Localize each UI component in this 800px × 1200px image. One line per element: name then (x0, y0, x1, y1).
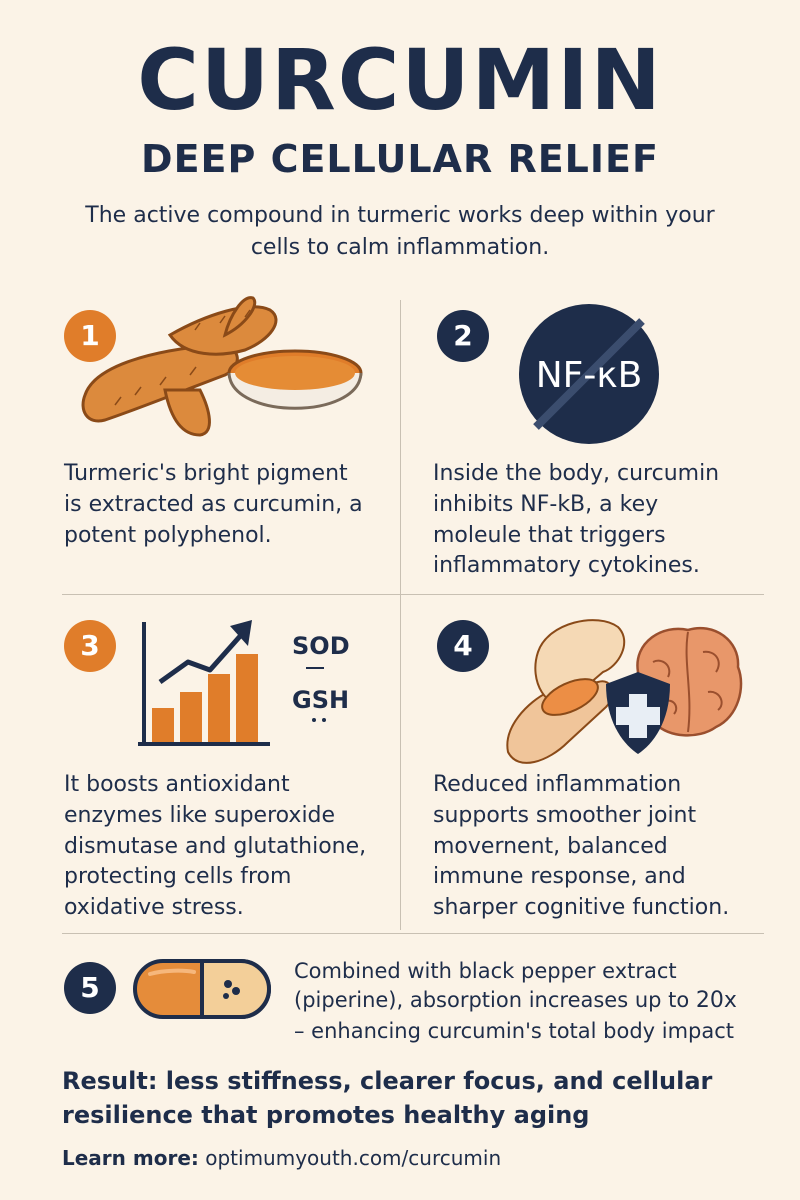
learn-more: Learn more: optimumyouth.com/curcumin (62, 1146, 501, 1170)
page-subtitle: DEEP CELLULAR RELIEF (141, 137, 659, 181)
step-2-badge: 2 (437, 310, 489, 362)
enzyme-dots (312, 718, 316, 722)
nfkb-blocked-icon: NF-κB (519, 304, 659, 444)
step-2-text: Inside the body, curcumin inhibits NF-kB… (433, 461, 720, 579)
step-4-badge: 4 (437, 620, 489, 672)
enzyme-gsh-label: GSH (292, 686, 350, 714)
grid-divider-horizontal-2 (62, 933, 764, 934)
nfkb-label: NF-κB (536, 355, 643, 396)
step-5-line-2-text: (piperine), absorption increases up to (294, 988, 690, 1013)
grid-divider-horizontal-1 (62, 594, 764, 595)
enzyme-sod-label: SOD (292, 632, 350, 660)
learn-more-link[interactable]: optimumyouth.com/curcumin (205, 1146, 502, 1170)
learn-more-label: Learn more: (62, 1146, 199, 1170)
step-1-badge: 1 (64, 310, 116, 362)
step-1-text: Turmeric's bright pigment is extracted a… (64, 461, 363, 548)
step-5-badge: 5 (64, 962, 116, 1014)
joint-brain-shield-icon (506, 619, 743, 764)
step-5-line-3: – enhancing curcumin's total body impact (294, 1019, 735, 1044)
step-3-badge: 3 (64, 620, 116, 672)
step-3-text: It boosts antioxidant enzymes like super… (64, 772, 367, 921)
grid-divider-vertical (400, 300, 401, 930)
turmeric-root-bowl-icon (81, 296, 363, 437)
enzyme-divider (306, 667, 324, 669)
step-5-line-2: (piperine), absorption increases up to 2… (294, 986, 764, 1017)
step-5-highlight: 20x (695, 988, 737, 1014)
step-5-line-1: Combined with black pepper extract (294, 959, 677, 983)
intro-text: The active compound in turmeric works de… (85, 203, 715, 260)
step-5-text: Combined with black pepper extract (pipe… (294, 957, 764, 1047)
result-summary: Result: less stiffness, clearer focus, a… (62, 1067, 713, 1130)
capsule-icon (133, 959, 272, 1019)
page-title: CURCUMIN (137, 31, 663, 129)
step-4-text: Reduced inflammation supports smoother j… (433, 772, 730, 921)
rising-bar-chart-icon (138, 620, 270, 746)
